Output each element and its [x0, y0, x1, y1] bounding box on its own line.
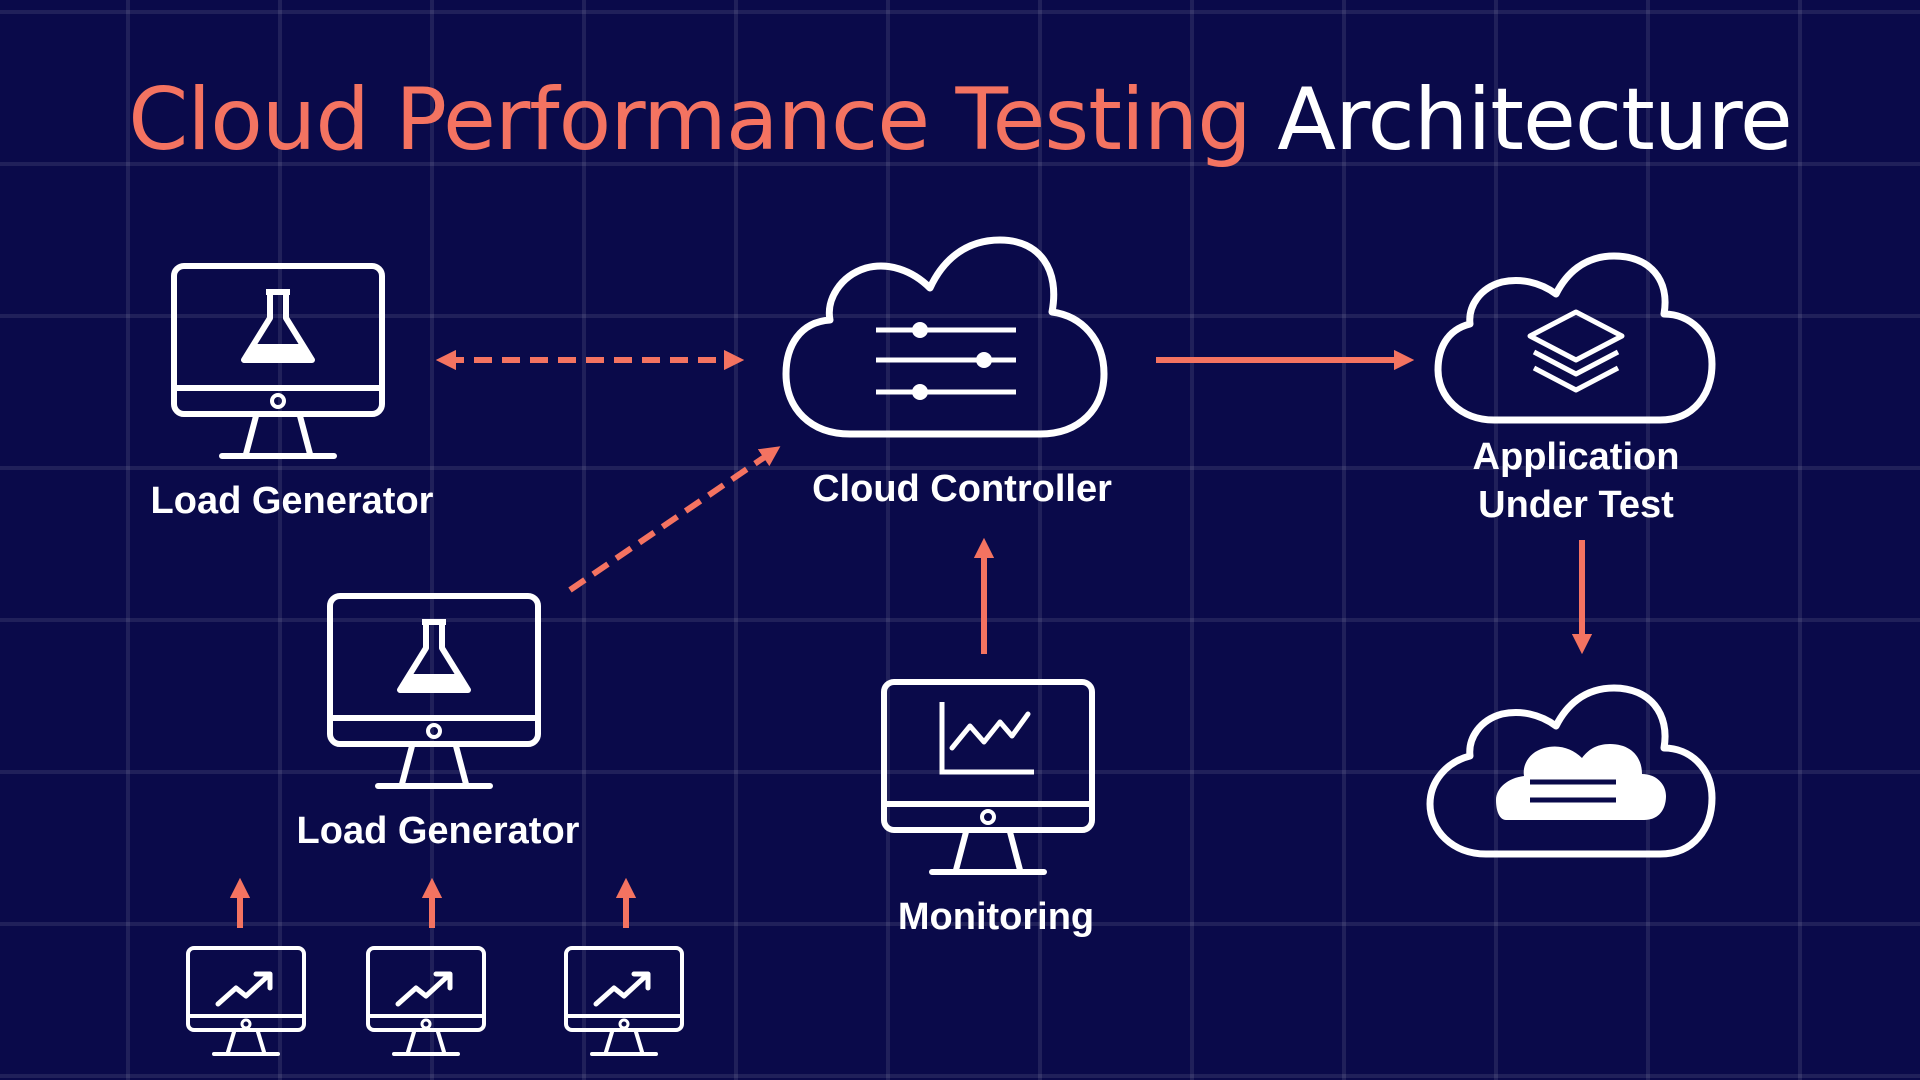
monitor-flask-icon: [174, 266, 382, 456]
load-generator-top-label: Load Generator: [150, 480, 434, 522]
monitor-trend-icon: [188, 948, 304, 1054]
cloud-controller-label: Cloud Controller: [812, 468, 1112, 510]
load-generator-mid-label: Load Generator: [296, 810, 580, 852]
arrow-load-generator-mid-controller: [568, 446, 781, 593]
cloud-sliders-icon: [782, 236, 1108, 438]
title-accent: Cloud Performance Testing: [128, 70, 1252, 170]
monitoring-label: Monitoring: [897, 896, 1095, 938]
cloud-layers-icon: [1434, 252, 1716, 424]
monitor-trend-icon: [566, 948, 682, 1054]
monitor-trend-icon: [368, 948, 484, 1054]
page-title: Cloud Performance Testing Architecture: [0, 70, 1920, 170]
application-label-line2: Under Test: [1478, 484, 1674, 526]
monitor-flask-icon: [330, 596, 538, 786]
application-label-line1: Application: [1472, 436, 1680, 478]
title-plain: Architecture: [1277, 70, 1792, 170]
monitor-chart-icon: [884, 682, 1092, 872]
cloud-server-icon: [1426, 684, 1716, 858]
